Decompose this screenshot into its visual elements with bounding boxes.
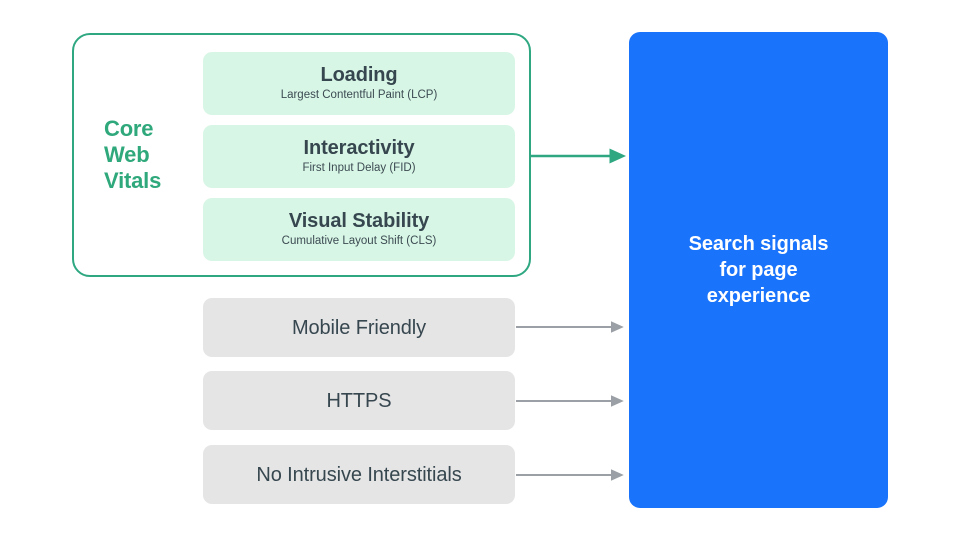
- metric-subtitle: Cumulative Layout Shift (CLS): [281, 235, 437, 247]
- core-web-vitals-label-line-2: Web: [104, 142, 150, 167]
- core-web-vitals-label-line-1: Core: [104, 116, 154, 141]
- metric-card-visual-stability: Visual Stability Cumulative Layout Shift…: [203, 198, 515, 261]
- core-web-vitals-label: Core Web Vitals: [104, 116, 196, 194]
- signal-card-label: Mobile Friendly: [291, 316, 427, 339]
- signal-card-label: HTTPS: [326, 389, 392, 412]
- signal-card-mobile-friendly: Mobile Friendly: [203, 298, 515, 357]
- core-web-vitals-label-line-3: Vitals: [104, 168, 162, 193]
- outcome-box-search-signals: Search signals for page experience: [629, 32, 888, 508]
- metric-title: Loading: [320, 64, 398, 86]
- metric-subtitle: First Input Delay (FID): [302, 162, 416, 174]
- metric-title: Visual Stability: [288, 210, 430, 232]
- metric-card-loading: Loading Largest Contentful Paint (LCP): [203, 52, 515, 115]
- signal-card-label: No Intrusive Interstitials: [256, 463, 462, 486]
- metric-title: Interactivity: [303, 137, 415, 159]
- signal-card-no-intrusive-interstitials: No Intrusive Interstitials: [203, 445, 515, 504]
- signal-card-https: HTTPS: [203, 371, 515, 430]
- metric-card-interactivity: Interactivity First Input Delay (FID): [203, 125, 515, 188]
- outcome-box-label: Search signals for page experience: [688, 233, 829, 307]
- metric-subtitle: Largest Contentful Paint (LCP): [280, 89, 438, 101]
